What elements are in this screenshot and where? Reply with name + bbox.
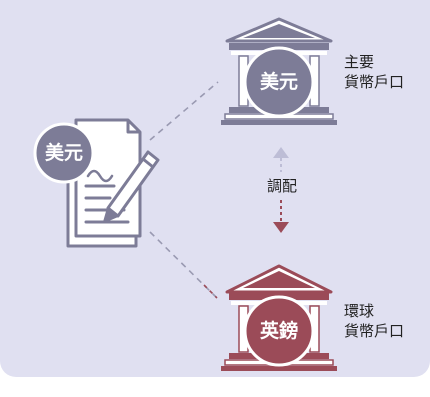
top-bank-building-icon [221,17,337,125]
connector-doc-to-top-bank [149,81,219,141]
top-bank-currency-label: 美元 [259,71,298,93]
bottom-bank-building-icon [221,264,337,371]
bottom-margin [0,377,430,397]
down-arrow [273,200,289,233]
document-currency-label: 美元 [44,142,83,164]
bottom-bank-title-line2: 貨幣戶口 [344,322,405,340]
pen-icon [103,150,160,223]
top-bank-title-line2: 貨幣戶口 [344,73,405,91]
up-arrow [273,147,289,172]
connector-bottom-tip [203,284,218,299]
bottom-bank-currency-label: 英鎊 [259,320,298,342]
document-currency-badge [33,122,95,184]
link-label: 調配 [266,177,297,195]
bottom-bank-title-line1: 環球 [344,302,375,320]
top-bank-title-line1: 主要 [344,53,375,71]
